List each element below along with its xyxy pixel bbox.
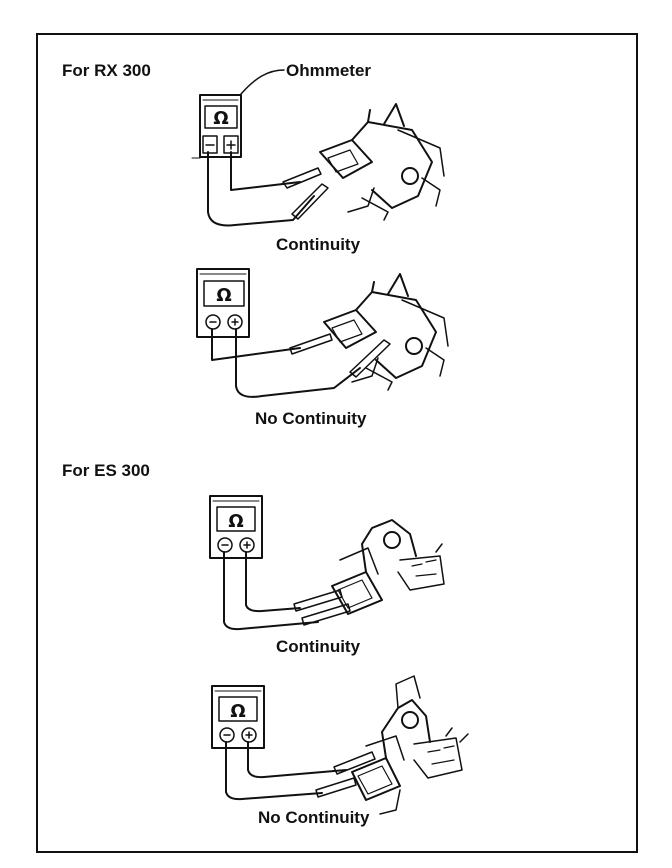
rx-no-continuity-diagram: Ω [196, 268, 449, 398]
es-continuity-diagram: Ω [209, 495, 445, 631]
section-title-es300: For ES 300 [62, 461, 150, 480]
es-no-continuity-diagram: Ω [211, 675, 469, 815]
probe-lower [301, 603, 351, 626]
switch-assembly-es-1 [331, 519, 445, 615]
test-lead-negative [225, 741, 323, 801]
test-lead-negative [207, 151, 315, 227]
probe-upper [333, 751, 376, 775]
probe-lower [315, 777, 357, 798]
test-lead-positive [247, 741, 347, 779]
caption-es-continuity: Continuity [276, 637, 361, 656]
ohmmeter-callout-label: Ohmmeter [286, 61, 372, 80]
section-title-rx300: For RX 300 [62, 61, 151, 80]
switch-assembly-rx-1 [319, 103, 445, 221]
ohmmeter-icon: Ω [196, 268, 250, 338]
probe-upper [282, 167, 322, 189]
caption-rx-no-continuity: No Continuity [255, 409, 367, 428]
switch-assembly-rx-2 [323, 273, 449, 391]
figure-frame [36, 33, 638, 853]
test-lead-positive [211, 328, 301, 361]
ohmmeter-icon: Ω [191, 94, 242, 159]
ohmmeter-callout-leader [240, 69, 285, 95]
test-lead-positive [245, 551, 301, 613]
probe-lower [291, 183, 329, 220]
test-lead-negative [223, 551, 319, 631]
probe-lower [349, 339, 391, 378]
meter-symbol: Ω [228, 511, 243, 532]
test-lead-negative [235, 328, 361, 398]
rx-continuity-diagram: Ω [191, 69, 445, 227]
meter-symbol: Ω [216, 285, 231, 306]
caption-es-no-continuity: No Continuity [258, 808, 370, 827]
meter-symbol: Ω [213, 108, 228, 129]
caption-rx-continuity: Continuity [276, 235, 361, 254]
meter-symbol: Ω [230, 701, 245, 722]
ohmmeter-icon: Ω [211, 685, 265, 749]
probe-upper [289, 333, 333, 355]
switch-assembly-es-2 [351, 675, 469, 815]
test-lead-positive [230, 151, 301, 191]
ohmmeter-icon: Ω [209, 495, 263, 559]
